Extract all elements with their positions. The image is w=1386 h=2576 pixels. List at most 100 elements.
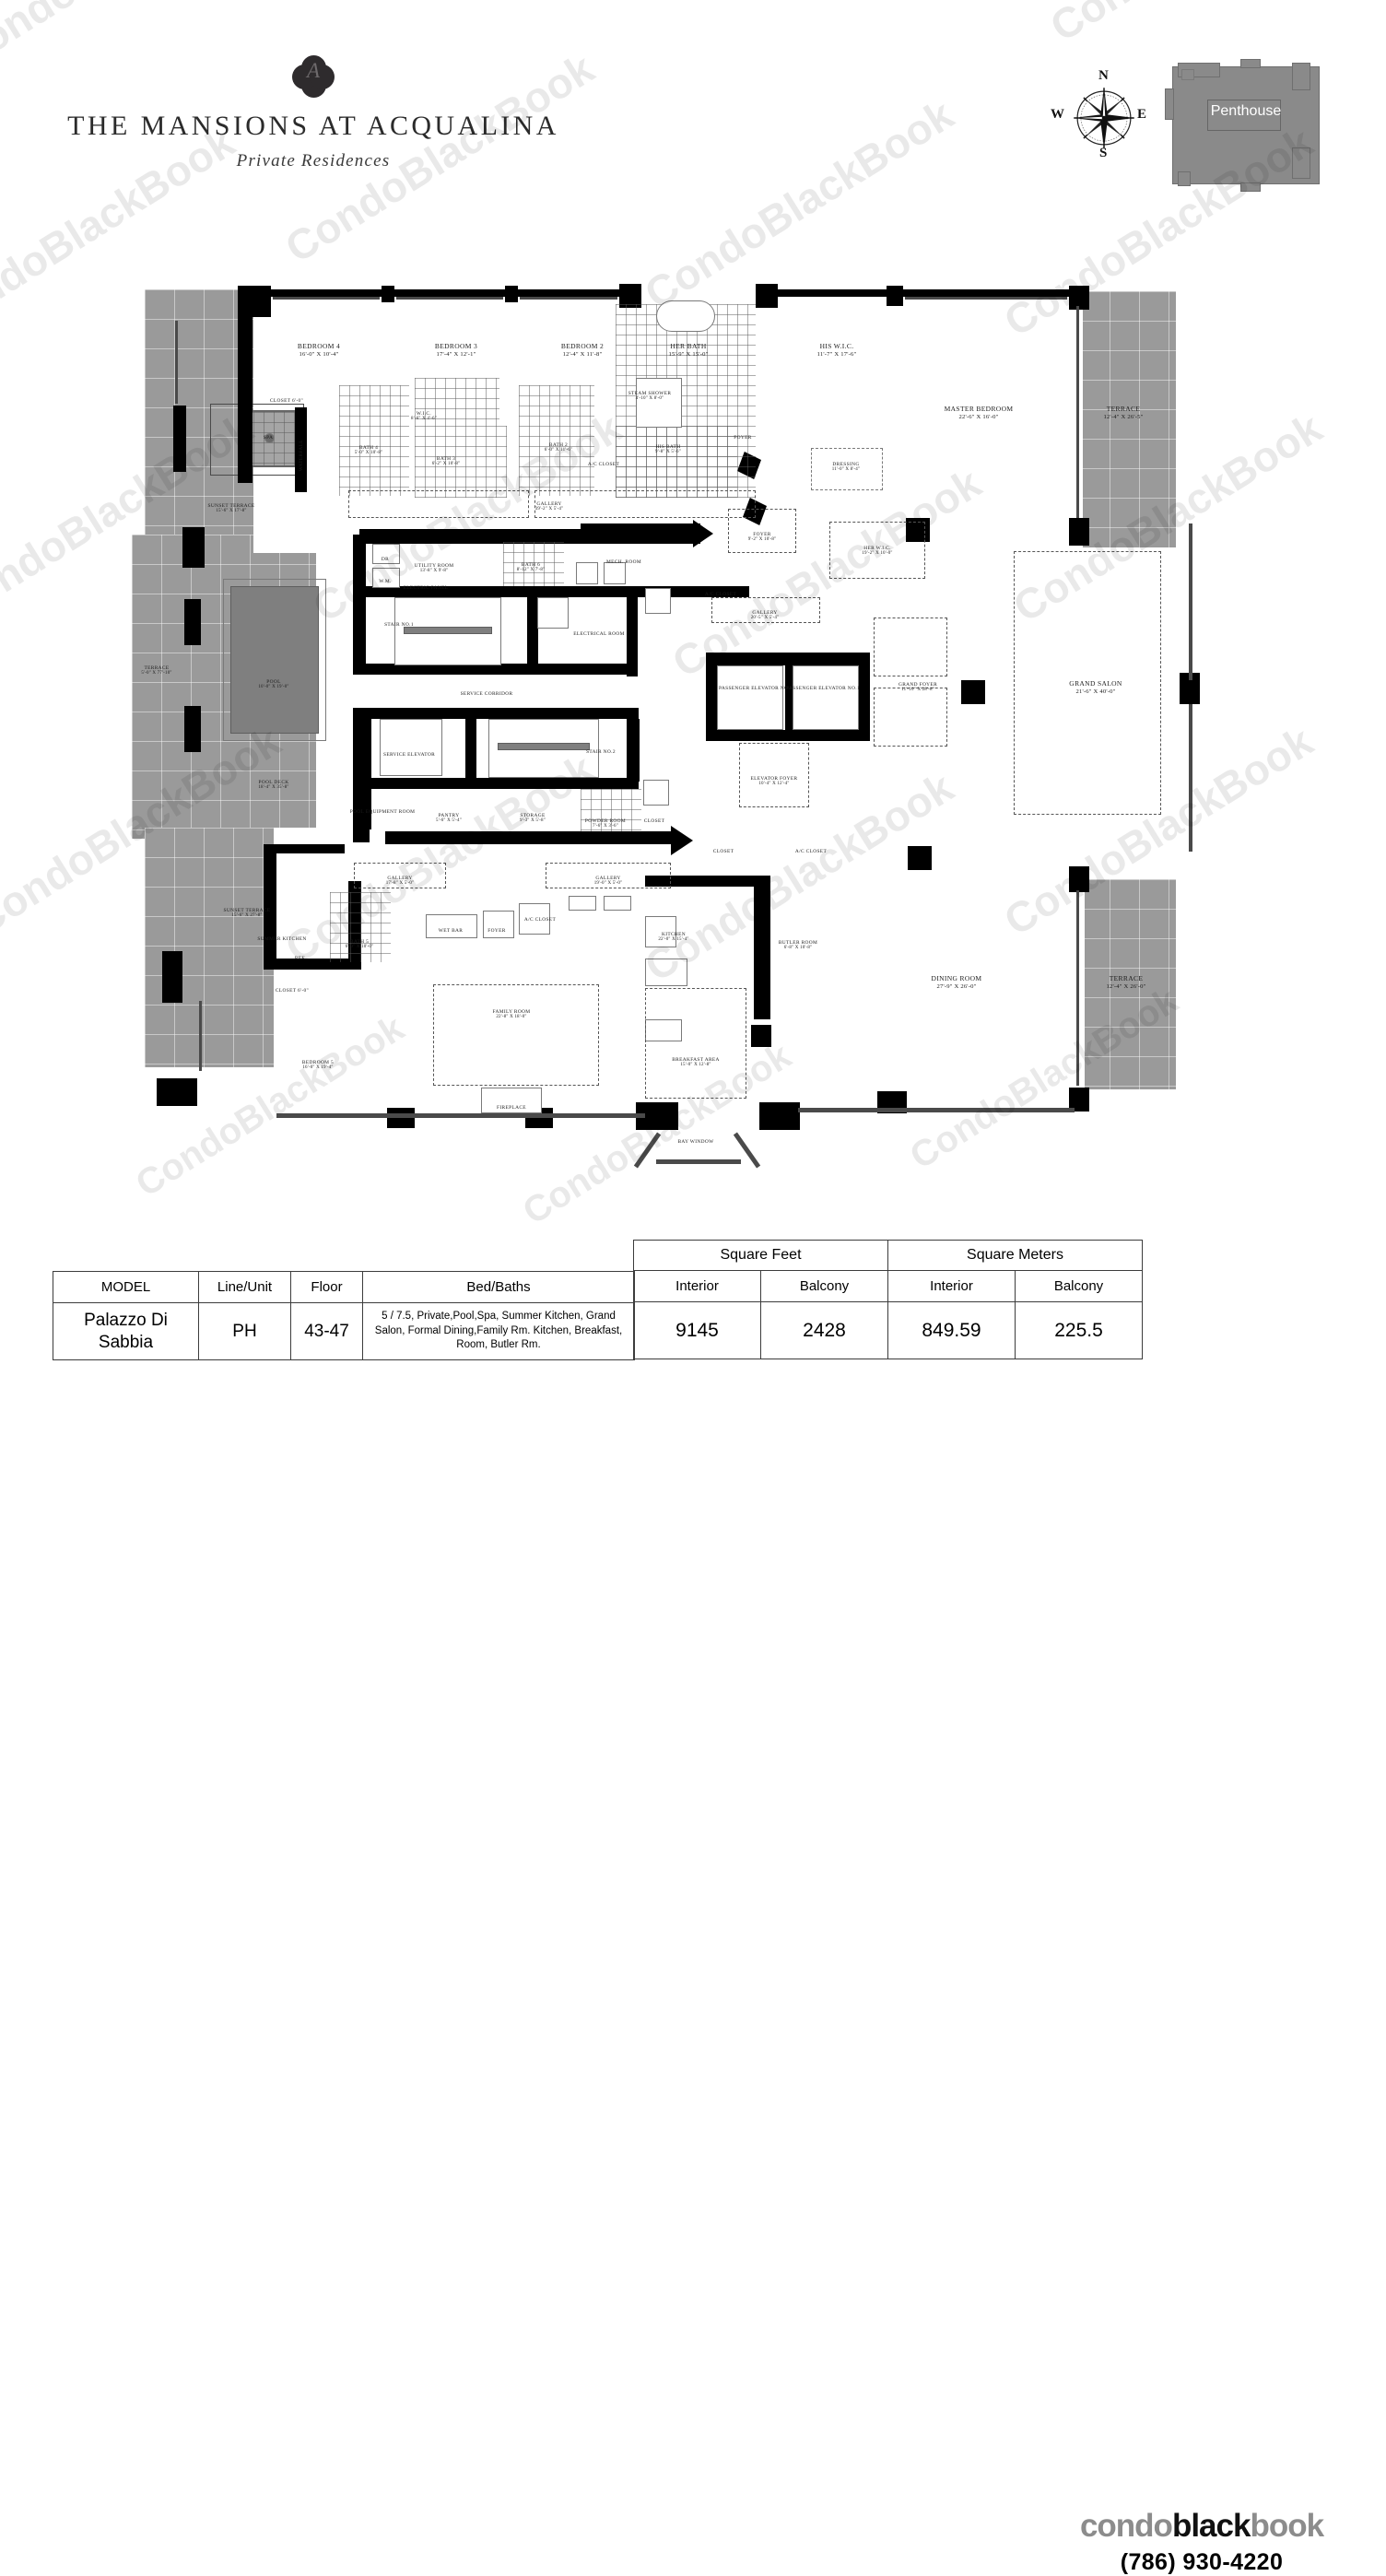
- room-label: CLOSET: [713, 849, 734, 854]
- room-label-name: BEDROOM 4: [297, 342, 341, 350]
- room-label: CLOSET 6'-0": [276, 988, 309, 994]
- room-label-name: CLOSET: [712, 849, 734, 854]
- sub-header-sm-interior: Interior: [887, 1270, 1016, 1302]
- contact-phone-number[interactable]: (786) 930-4220: [1120, 2549, 1284, 2575]
- compass-west-label: W: [1051, 107, 1064, 122]
- col-header-line-unit: Line/Unit: [198, 1271, 291, 1303]
- room-label-name: BAY WINDOW: [677, 1139, 714, 1145]
- room-label-name: FOYER: [487, 928, 506, 934]
- room-label-name: ELECTRICAL ROOM: [573, 631, 625, 637]
- cell-sf-interior: 9145: [633, 1301, 761, 1359]
- room-label-dimensions: 5'-0" X 10'-8": [354, 451, 383, 456]
- kitchen-upper-cab-2: [604, 896, 631, 911]
- room-label-name: GALLERY: [387, 876, 413, 881]
- hisbath-tile: [616, 426, 737, 498]
- gallery-north-envelope-2: [534, 490, 756, 518]
- room-label-dimensions: 9'-3" X 5'-8": [520, 818, 546, 824]
- glass-north-b4: [273, 297, 380, 300]
- wetbar-box: [426, 914, 477, 938]
- wall-east-glass-upper: [1189, 523, 1192, 680]
- glass-north-b2: [520, 297, 617, 300]
- room-label-name: GALLERY: [536, 501, 562, 507]
- shower-box: [636, 378, 682, 428]
- wall-summerkitchen-strip: [273, 844, 345, 853]
- room-label-dimensions: 19'-2" X 10'-0": [862, 551, 893, 557]
- room-label-name: STEAM SHOWER: [628, 391, 672, 396]
- room-label-name: GRAND SALON: [1069, 679, 1122, 688]
- room-label: FIREPLACE: [497, 1105, 526, 1111]
- room-label-name: A/C CLOSET: [523, 917, 557, 923]
- room-label-dimensions: 19'-0" X 5'-0": [593, 881, 623, 887]
- wall-north-bedrooms: [238, 286, 271, 317]
- elevator-foyer-envelope: [739, 743, 809, 807]
- wall-service-corr-south: [353, 664, 631, 675]
- wall-pooleq-left: [353, 789, 370, 842]
- room-label-name: ELECTRIC PANEL: [403, 585, 449, 591]
- room-label-dimensions: 5'-0" X 77'-10": [141, 671, 172, 676]
- room-label-name: TERRACE: [144, 665, 170, 671]
- cell-model: Palazzo Di Sabbia: [53, 1302, 199, 1360]
- bath5-tile: [330, 892, 391, 962]
- room-label-name: HER W.I.C.: [863, 546, 891, 551]
- col-header-model: MODEL: [53, 1271, 199, 1303]
- wall-pantry-top: [371, 778, 639, 789]
- foyer-box-s: [483, 911, 514, 938]
- room-label: PASSENGER ELEVATOR NO.1: [786, 686, 860, 691]
- wall-south-col-d: [759, 1102, 800, 1130]
- room-label-name: GRAND FOYER: [898, 682, 938, 688]
- wall-north-run-3: [518, 289, 619, 297]
- room-label: DR: [382, 557, 389, 562]
- room-label: FOYER: [734, 435, 751, 441]
- group-header-square-meters: Square Meters: [887, 1240, 1143, 1271]
- foyer-master-envelope: [728, 509, 796, 553]
- room-label-name: SUNSET TERRACE: [207, 503, 255, 509]
- ac-unit-box-6: [519, 903, 550, 935]
- room-label-name: STORAGE: [520, 813, 546, 818]
- wall-north-run-5: [903, 289, 1069, 297]
- gallery-south-env-b: [546, 863, 671, 888]
- wall-sw-corner: [157, 1078, 197, 1106]
- room-label-dimensions: 11'-7" X 17'-6": [816, 350, 857, 358]
- wall-grandfoyer-col: [908, 846, 932, 870]
- utility-dryer-box: [372, 544, 400, 564]
- breakfast-table: [645, 1019, 682, 1041]
- room-label: A/C CLOSET: [705, 592, 736, 597]
- room-label-dimensions: 10'-0" X 19'-0": [258, 685, 289, 690]
- col-header-bed-baths: Bed/Baths: [362, 1271, 635, 1303]
- room-label-dimensions: 9'-2" X 10'-8": [747, 537, 777, 543]
- room-label-name: W.I.C.: [416, 411, 432, 417]
- dressing-outline: [811, 448, 883, 490]
- logo-text-black: black: [1171, 2508, 1251, 2544]
- room-label-dimensions: 12'-4" X 26'-5": [1103, 413, 1144, 420]
- pool-water: [230, 586, 319, 734]
- logo-text-condo: condo: [1079, 2508, 1173, 2544]
- room-label-name: FOYER: [753, 532, 771, 537]
- glass-terr-se: [1076, 890, 1079, 1086]
- master-tub: [656, 300, 715, 332]
- room-label-name: W.M.: [379, 579, 392, 584]
- ac-unit-box-5: [643, 780, 669, 806]
- room-label-name: FIREPLACE: [497, 1105, 526, 1111]
- brand-name: THE MANSIONS AT ACQUALINA: [67, 111, 559, 141]
- herwic-envelope: [829, 522, 925, 579]
- sub-header-sf-balcony: Balcony: [760, 1270, 888, 1302]
- wall-dining-col: [751, 1025, 771, 1047]
- table-header-row: MODEL Line/Unit Floor Bed/Baths: [53, 1271, 635, 1303]
- area-spec-table: Square Feet Square Meters Interior Balco…: [633, 1240, 1143, 1359]
- wall-pantry-bottom: [385, 831, 671, 844]
- wall-gallery-south-2: [581, 523, 700, 544]
- room-label-dimensions: 6'-0" X 10'-0": [345, 945, 374, 950]
- room-label-dimensions: 12'-4" X 11'-8": [562, 350, 603, 358]
